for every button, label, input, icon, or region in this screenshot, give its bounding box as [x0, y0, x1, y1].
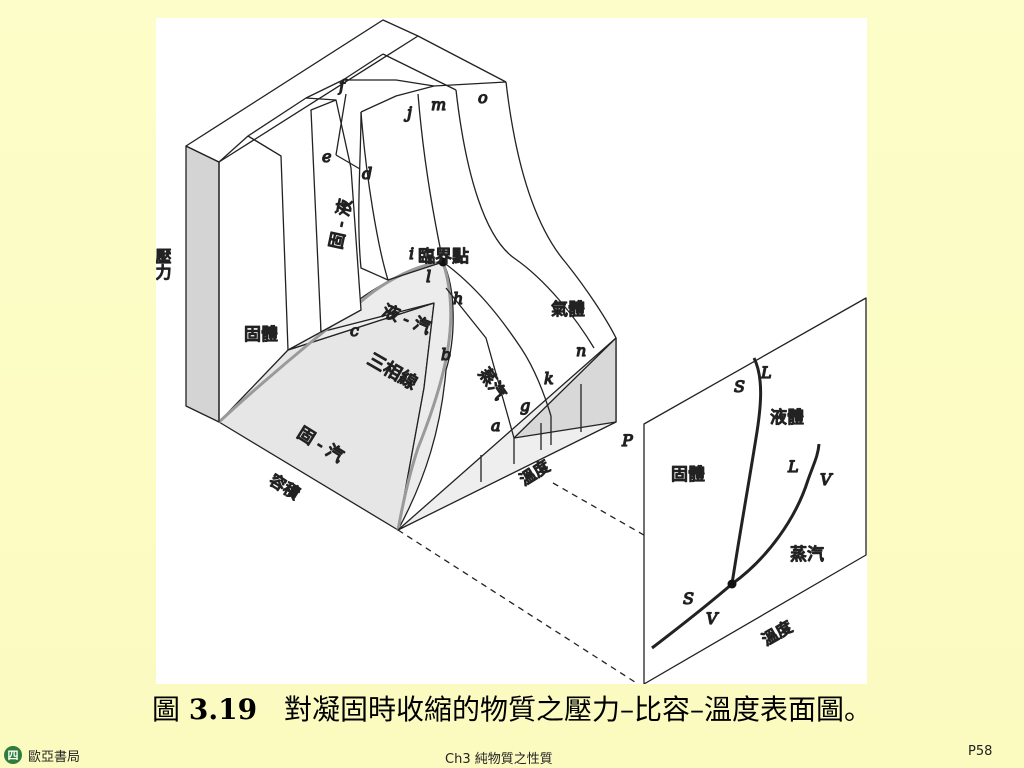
point-d: d	[362, 164, 372, 183]
pt-curve-label-v-low: V	[706, 609, 719, 628]
pt-sublimation-curve	[651, 582, 733, 650]
pt-curve-label-v-mid: V	[820, 470, 833, 489]
left-side-face	[185, 145, 220, 423]
pt-fusion-curve	[730, 357, 763, 585]
pt-vaporization-curve	[731, 443, 821, 586]
point-i: i	[409, 244, 414, 263]
publisher-logo-icon: 四	[4, 746, 22, 764]
publisher-name: 歐亞書局	[28, 749, 81, 765]
right-front-face	[513, 337, 617, 439]
critical-point-marker	[438, 257, 448, 267]
critical-point-label: 臨界點	[418, 247, 469, 267]
point-k: k	[544, 369, 554, 388]
pvt-surface-diagram: 壓力 固體 固 - 液 氣體 臨界點 液 - 汽 三相線 蒸汽 固 - 汽 容積…	[156, 19, 867, 684]
chapter-footer: Ch3 純物質之性質	[445, 752, 553, 767]
pressure-label: 壓力	[156, 248, 172, 281]
pt-axis-p: P	[621, 431, 633, 450]
point-a: a	[491, 416, 501, 435]
isotherm-low	[358, 111, 444, 281]
f-e-line	[335, 93, 347, 156]
top-ridge-3	[305, 97, 337, 101]
point-e: e	[322, 147, 331, 166]
dome-outline	[354, 260, 453, 531]
top-ridge-5	[382, 53, 457, 91]
isotherm-n	[505, 81, 617, 339]
point-l: l	[426, 267, 431, 286]
isotherm-m	[417, 93, 444, 263]
pt-vapor-label: 蒸汽	[790, 545, 824, 565]
page-number: P58	[968, 744, 993, 759]
solid-front-edge	[247, 135, 289, 351]
critical-isotherm	[442, 261, 552, 417]
isotherm-h	[445, 287, 515, 439]
caption-number: 3.19	[188, 693, 258, 726]
point-o: o	[478, 88, 488, 107]
publisher-footer: 四 歐亞書局	[4, 744, 80, 766]
point-b: b	[441, 345, 451, 364]
top-ridge-4	[343, 79, 435, 87]
point-n: n	[576, 341, 586, 360]
pt-axis-t: 溫度	[759, 617, 796, 649]
point-h: h	[453, 289, 463, 308]
pt-liquid-label: 液體	[770, 408, 804, 428]
top-ridge-7	[360, 81, 507, 113]
pt-triple-point	[727, 579, 737, 589]
caption-text: 對凝固時收縮的物質之壓力–比容–溫度表面圖。	[284, 693, 873, 726]
gas-label: 氣體	[551, 300, 585, 320]
point-j: j	[404, 103, 412, 122]
projection-line-1	[397, 529, 639, 684]
pt-curve-label-l-mid: L	[787, 457, 799, 476]
solid-liquid-band	[310, 99, 362, 333]
pt-curve-label-s-top: S	[734, 377, 745, 396]
point-g: g	[520, 396, 530, 415]
pt-solid-label: 固體	[671, 465, 705, 485]
figure-panel: 壓力 固體 固 - 液 氣體 臨界點 液 - 汽 三相線 蒸汽 固 - 汽 容積…	[156, 18, 867, 684]
projection-line-2	[552, 482, 734, 587]
isotherm-j	[360, 111, 389, 281]
e-d-line	[335, 154, 361, 170]
pt-curve-label-s-low: S	[683, 589, 694, 608]
point-m: m	[431, 95, 446, 114]
top-edge-face	[185, 19, 419, 163]
vapor-label: 蒸汽	[474, 364, 510, 403]
top-ridge-2	[247, 135, 282, 157]
caption-prefix: 圖	[151, 693, 180, 726]
isotherm-o	[455, 89, 595, 349]
figure-caption: 圖 3.19 對凝固時收縮的物質之壓力–比容–溫度表面圖。	[0, 688, 1024, 728]
pt-diagram-plane	[643, 297, 867, 684]
point-f: f	[338, 76, 348, 95]
solid-label: 固體	[244, 325, 278, 345]
top-ridge-6	[417, 35, 507, 83]
point-c: c	[350, 321, 359, 340]
volume-label: 容積	[266, 470, 303, 503]
pt-curve-label-l-top: L	[760, 363, 772, 382]
